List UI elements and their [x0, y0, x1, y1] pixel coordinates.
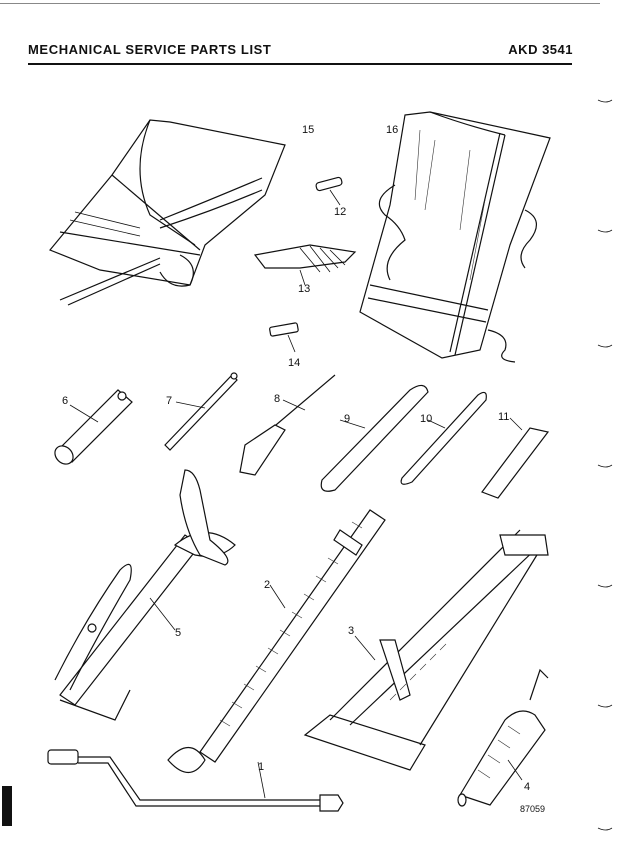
margin-ticks: [597, 99, 613, 831]
grease-gun-illustration: [457, 668, 549, 807]
callout-6: 6: [62, 395, 68, 407]
callout-13: 13: [298, 283, 310, 295]
callout-4: 4: [524, 781, 530, 793]
feeler-gauge-illustration: [253, 244, 357, 286]
header-divider: [28, 63, 572, 65]
callout-16: 16: [386, 124, 398, 136]
document-code: AKD 3541: [508, 42, 573, 57]
tyre-pump-illustration: [54, 469, 236, 721]
callout-14: 14: [288, 357, 300, 369]
callout-8: 8: [274, 393, 280, 405]
callout-5: 5: [175, 627, 181, 639]
callout-9: 9: [344, 413, 350, 425]
key-piece-illustration: [269, 322, 299, 353]
tommy-bar-small-illustration: [315, 176, 343, 206]
tyre-lever-small-illustration: [400, 391, 487, 485]
callout-3: 3: [348, 625, 354, 637]
tommy-bar-illustration: [164, 372, 238, 451]
tyre-lever-large-illustration: [320, 384, 429, 492]
tool-bag-illustration: [359, 111, 551, 363]
callout-1: 1: [258, 761, 264, 773]
jack-screw-illustration: [167, 509, 386, 774]
jack-frame-illustration: [303, 529, 549, 771]
tool-roll-illustration: [49, 119, 286, 306]
callout-10: 10: [420, 413, 432, 425]
hub-lever-illustration: [481, 417, 550, 499]
top-edge-rule: [0, 3, 600, 4]
page-title: MECHANICAL SERVICE PARTS LIST: [28, 42, 272, 57]
box-spanner-illustration: [54, 389, 133, 465]
wheel-brace-illustration: [47, 749, 344, 812]
callout-15: 15: [302, 124, 314, 136]
callout-2: 2: [264, 579, 270, 591]
screwdriver-loop-illustration: [239, 374, 336, 476]
callout-11: 11: [498, 411, 509, 423]
margin-mark: [2, 786, 12, 826]
drawing-reference-number: 87059: [520, 804, 545, 814]
callout-7: 7: [166, 395, 172, 407]
callout-12: 12: [334, 206, 346, 218]
